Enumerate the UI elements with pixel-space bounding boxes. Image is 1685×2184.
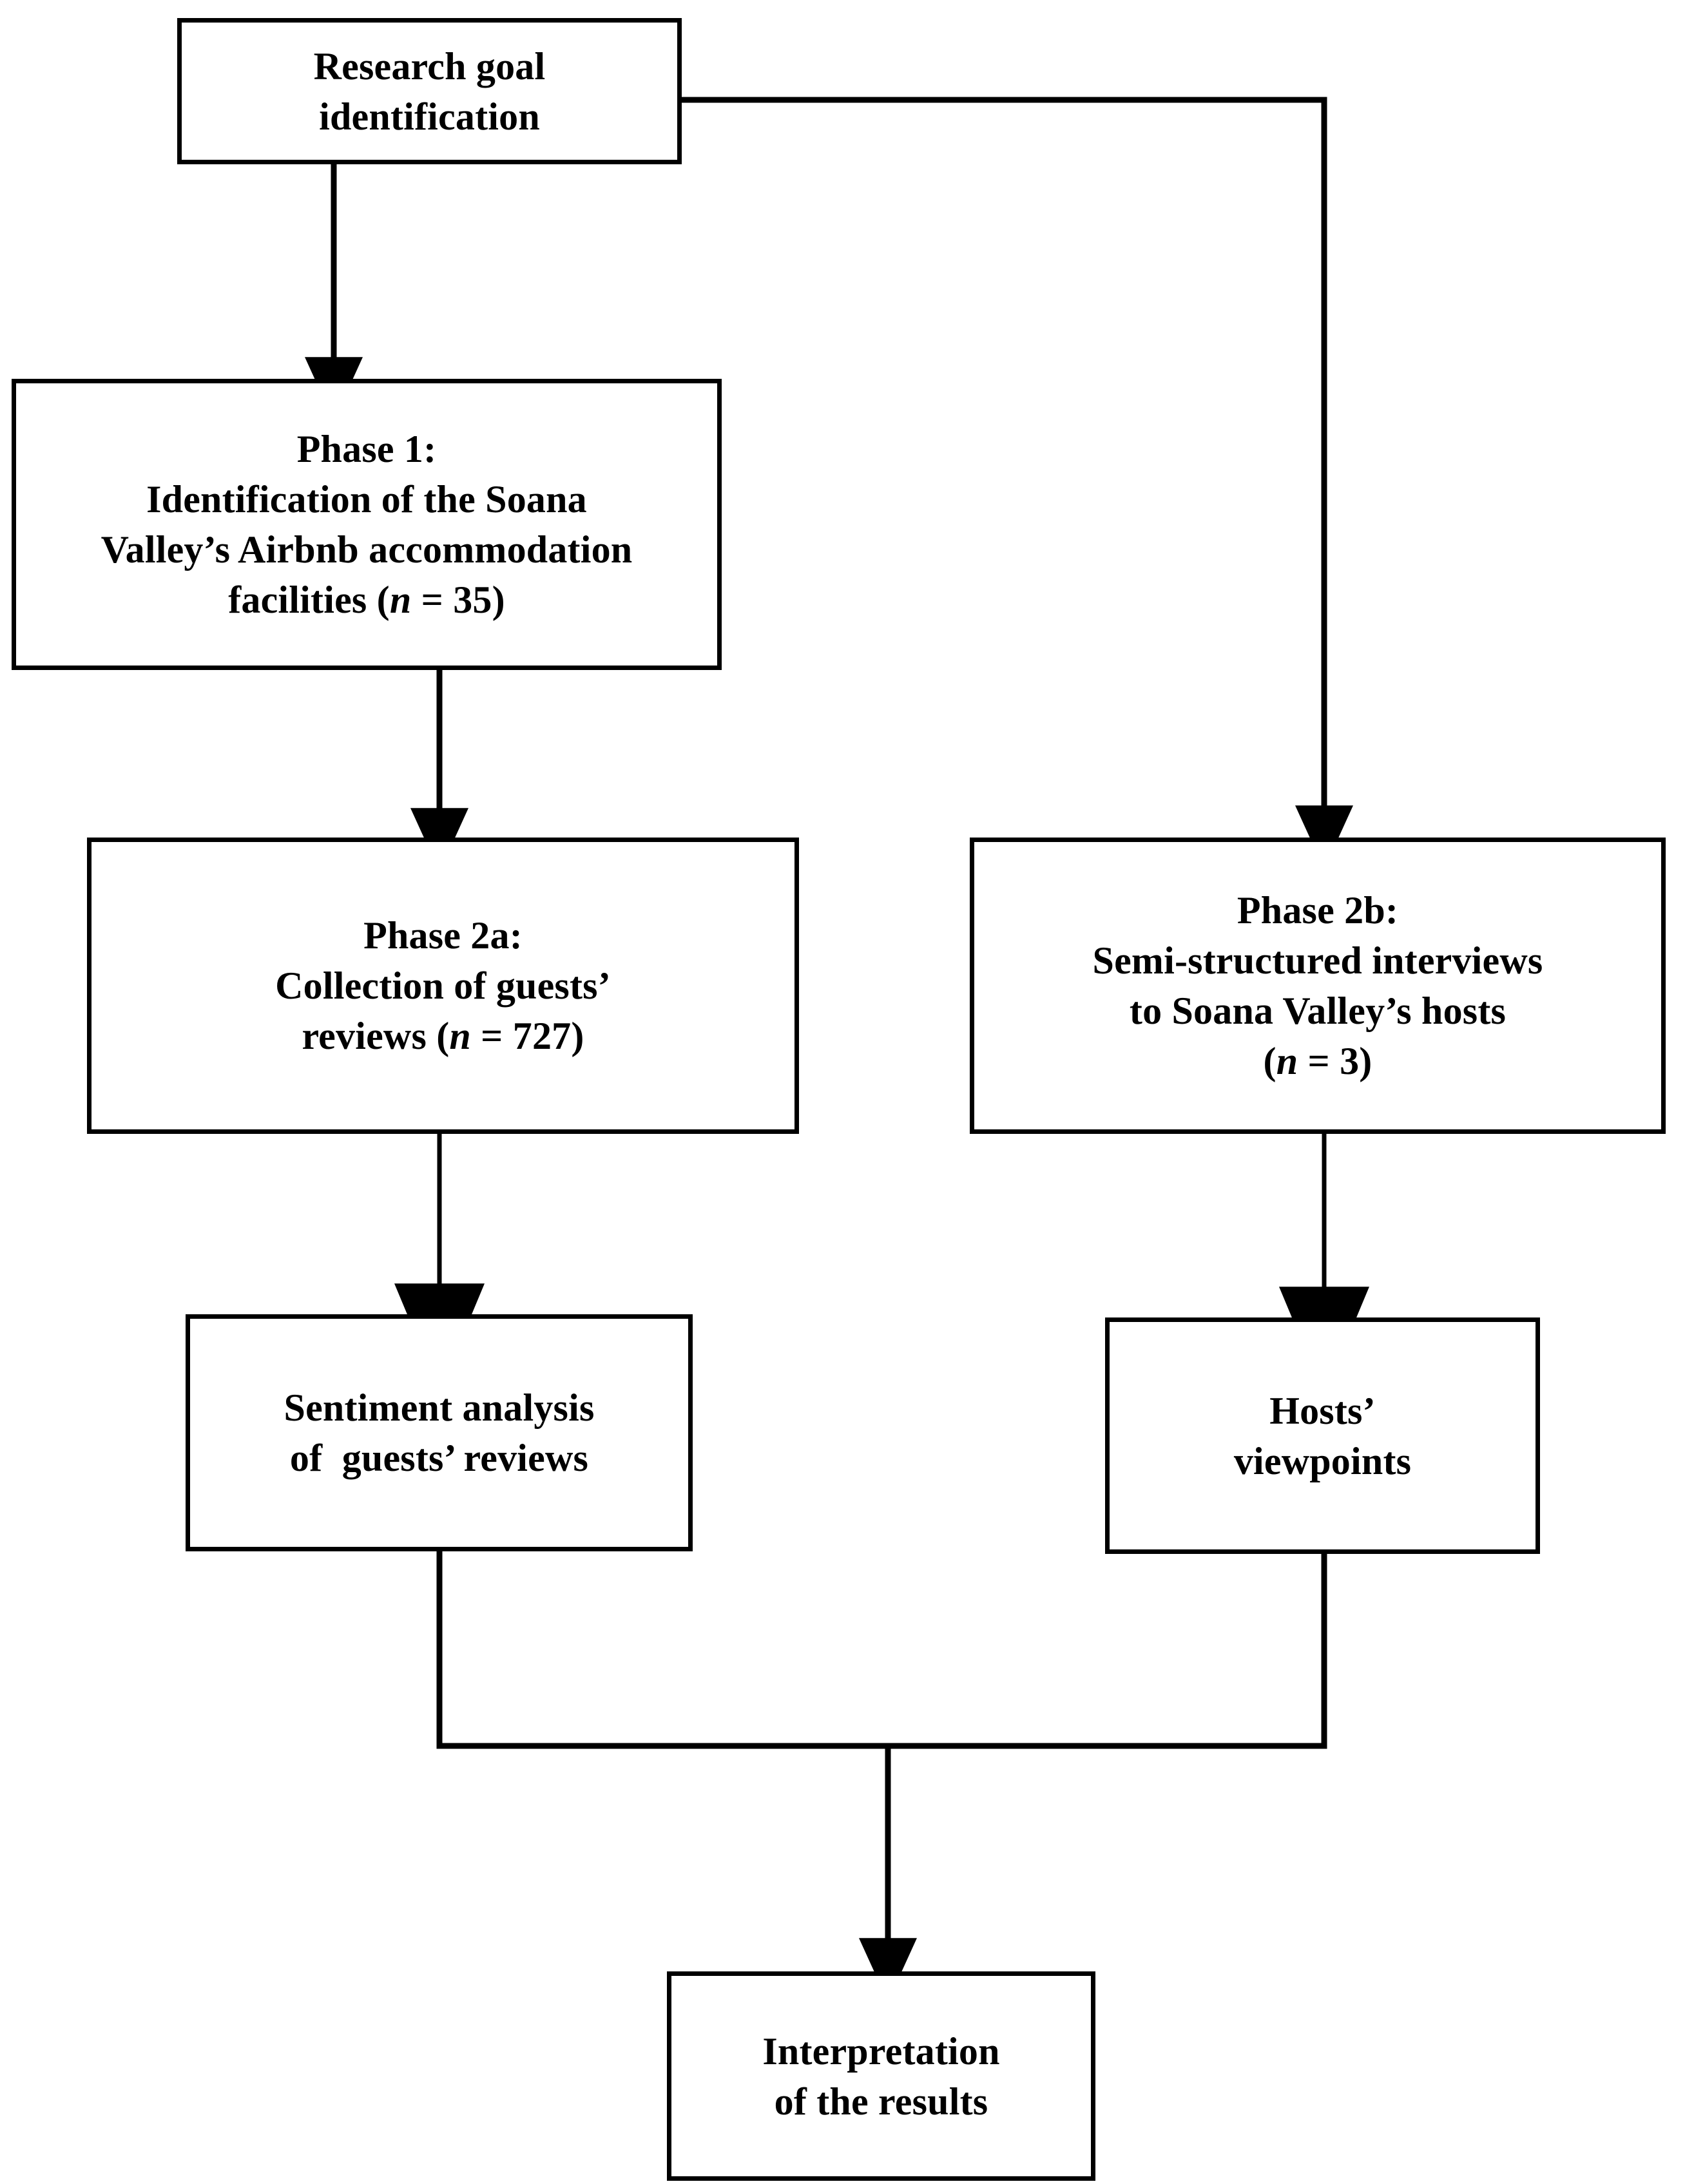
edge-goal-to-phase2b: [682, 97, 1353, 870]
node-line-sample: (n = 3): [983, 1036, 1652, 1086]
node-phase-2b[interactable]: Phase 2b: Semi-structured interviews to …: [970, 838, 1666, 1134]
node-line: Valley’s Airbnb accommodation: [101, 528, 633, 571]
node-line-sample: facilities (n = 35): [25, 575, 708, 625]
node-line: Research goal: [313, 44, 546, 88]
node-line: Semi-structured interviews: [1092, 939, 1543, 982]
node-line: identification: [319, 95, 540, 138]
sample-symbol: n: [389, 579, 412, 621]
node-line: Phase 2a:: [363, 914, 523, 957]
sample-prefix: reviews (: [302, 1015, 450, 1057]
node-line: of the results: [774, 2080, 988, 2123]
node-line: Identification of the Soana: [146, 478, 587, 521]
node-line: Phase 1:: [296, 428, 437, 470]
edge-sentiment-to-merge: [436, 1551, 888, 1749]
sample-prefix: facilities (: [228, 579, 390, 621]
sample-symbol: n: [1276, 1040, 1298, 1082]
sample-suffix: = 727): [470, 1015, 584, 1057]
sample-prefix: (: [1263, 1040, 1276, 1082]
node-research-goal-identification[interactable]: Research goal identification: [177, 18, 682, 164]
node-line: to Soana Valley’s hosts: [1129, 990, 1507, 1032]
sample-suffix: = 3): [1298, 1040, 1372, 1082]
node-line: Interpretation: [762, 2029, 1000, 2073]
node-phase-1[interactable]: Phase 1: Identification of the Soana Val…: [12, 379, 722, 670]
node-line: Collection of guests’: [275, 964, 611, 1007]
node-phase-2a[interactable]: Phase 2a: Collection of guests’ reviews …: [87, 838, 799, 1134]
node-line: Hosts’: [1269, 1389, 1376, 1432]
node-line: of guests’ reviews: [289, 1437, 589, 1479]
sample-suffix: = 35): [411, 579, 505, 621]
node-sentiment-analysis[interactable]: Sentiment analysis of guests’ reviews: [186, 1314, 693, 1551]
node-line: viewpoints: [1233, 1439, 1412, 1482]
node-hosts-viewpoints[interactable]: Hosts’ viewpoints: [1105, 1317, 1540, 1554]
edge-hosts-to-merge: [888, 1554, 1327, 1749]
node-line: Sentiment analysis: [284, 1386, 595, 1429]
node-line: Phase 2b:: [1237, 889, 1399, 932]
sample-symbol: n: [449, 1015, 471, 1057]
node-interpretation-of-results[interactable]: Interpretation of the results: [667, 1971, 1095, 2181]
node-line-sample: reviews (n = 727): [101, 1011, 785, 1061]
